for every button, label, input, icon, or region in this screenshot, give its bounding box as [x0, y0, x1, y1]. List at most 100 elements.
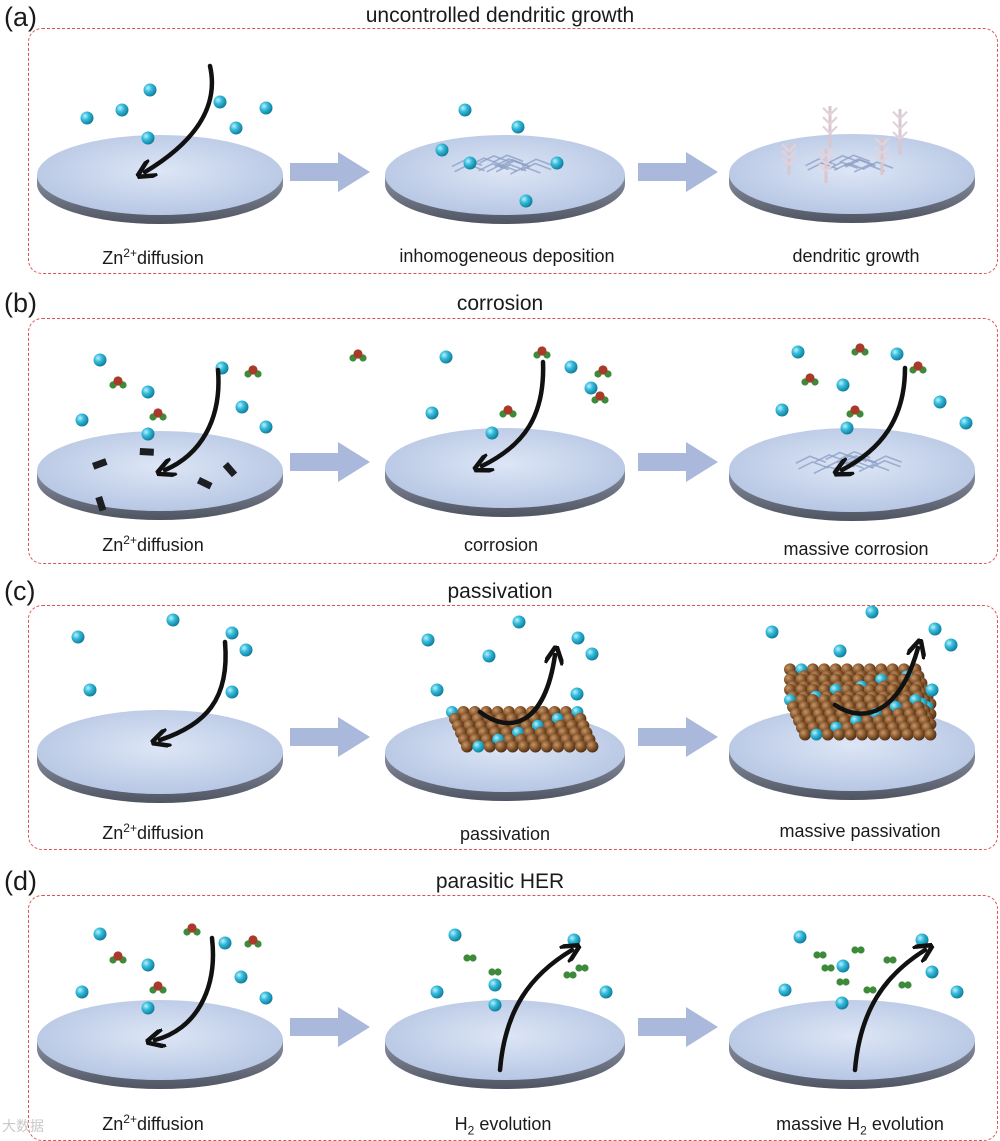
water-molecule [533, 346, 551, 359]
zinc-disc [37, 710, 283, 803]
zn-ion [944, 638, 958, 652]
zn-ion [259, 420, 273, 434]
h2-molecule [563, 971, 577, 979]
diffusion-arrow [160, 639, 228, 740]
passivation-layer [784, 663, 937, 741]
zn-ion [225, 626, 239, 640]
step-arrow [638, 717, 718, 757]
step-arrow [638, 152, 718, 192]
water-molecule [909, 361, 927, 374]
water-molecule [851, 343, 869, 356]
h2-molecule [488, 968, 502, 976]
zn-ion [71, 630, 85, 644]
water-molecule [244, 365, 262, 378]
zn-ion [793, 930, 807, 944]
zn-ion [928, 622, 942, 636]
diffusion-arrow [155, 935, 216, 1040]
zn-ion [567, 933, 581, 947]
zn-ion [225, 685, 239, 699]
zn-dendrite [874, 137, 890, 175]
panel-label: (b) [4, 288, 37, 318]
zn-ion [463, 156, 477, 170]
zn-ion [75, 985, 89, 999]
zinc-disc [385, 135, 625, 224]
zn-ion [488, 998, 502, 1012]
zinc-disc [37, 1000, 283, 1089]
panel-label: (d) [4, 866, 37, 896]
water-molecule [244, 935, 262, 948]
h2-molecule [851, 946, 865, 954]
zn-ion [439, 350, 453, 364]
diffusion-arrow [852, 950, 925, 1073]
zn-ion [235, 400, 249, 414]
zn-ion [141, 1001, 155, 1015]
zn-dendrite [892, 109, 908, 155]
zn-ion [448, 928, 462, 942]
zn-ion [218, 936, 232, 950]
water-molecule [801, 373, 819, 386]
zn-ion [835, 996, 849, 1010]
step-arrow [638, 442, 718, 482]
zn-ion [950, 985, 964, 999]
h2-molecule [836, 978, 850, 986]
zn-ion [141, 385, 155, 399]
zn-ion [519, 194, 533, 208]
caption-2: corrosion [463, 535, 539, 555]
zn-ion [890, 347, 904, 361]
h2-molecule [883, 956, 897, 964]
panel-title: corrosion [456, 292, 544, 315]
zn-ion [229, 121, 243, 135]
step-arrow [290, 1007, 370, 1047]
zn-dendrite [822, 106, 838, 148]
zn-ion [115, 103, 129, 117]
water-molecule [846, 405, 864, 418]
caption-3: dendritic growth [792, 246, 920, 266]
water-molecule [499, 405, 517, 418]
zinc-disc [37, 135, 283, 224]
zn-ion [840, 421, 854, 435]
zn-ion [435, 143, 449, 157]
zn-ion [550, 156, 564, 170]
zn-ion [833, 644, 847, 658]
caption-3: massive corrosion [783, 539, 929, 559]
h2-molecule [898, 981, 912, 989]
diffusion-arrow [482, 359, 546, 466]
diffusion-arrow [145, 63, 215, 172]
zn-ion [512, 615, 526, 629]
zn-ion [915, 933, 929, 947]
water-molecule [149, 981, 167, 994]
zn-dendrite [818, 148, 834, 183]
caption-2: H2 evolution [454, 1114, 552, 1138]
diffusion-arrow [832, 648, 918, 716]
zn-ion [925, 683, 939, 697]
corrosion-pit [139, 448, 154, 456]
zn-ion [259, 101, 273, 115]
zn-ion [75, 413, 89, 427]
zinc-disc [37, 431, 283, 520]
zn-ion [141, 958, 155, 972]
h2-molecule [813, 951, 827, 959]
h2-molecule [575, 964, 589, 972]
water-molecule [594, 365, 612, 378]
step-arrow [638, 1007, 718, 1047]
diffusion-arrow [165, 367, 221, 470]
zn-ion [143, 83, 157, 97]
zn-ion [141, 131, 155, 145]
zn-ion [93, 927, 107, 941]
zn-ion [585, 647, 599, 661]
zn-ion [166, 613, 180, 627]
panel-title: parasitic HER [435, 870, 565, 893]
zn-ion [775, 403, 789, 417]
zinc-disc [729, 134, 975, 223]
caption-3: massive H2 evolution [776, 1114, 944, 1138]
zn-ion [599, 985, 613, 999]
zn-ion [836, 378, 850, 392]
zn-ion [458, 103, 472, 117]
corrosion-pit [95, 496, 107, 512]
panel-frame [28, 28, 998, 274]
caption-1: Zn2+diffusion [102, 1112, 204, 1134]
caption-2: passivation [459, 824, 551, 844]
zn-ion [571, 631, 585, 645]
zn-ion [93, 353, 107, 367]
